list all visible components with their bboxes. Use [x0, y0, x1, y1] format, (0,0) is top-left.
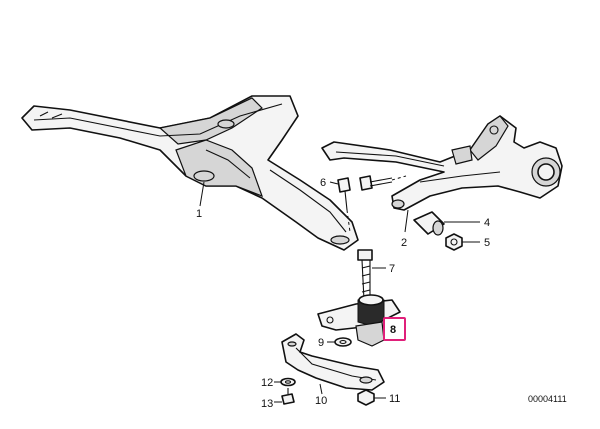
diagram-reference-number: 00004111 [528, 394, 567, 404]
part-washer-12 [274, 377, 296, 387]
callout-11: 11 [389, 393, 400, 405]
part-axle-carrier [21, 95, 359, 251]
part-nut-11 [357, 389, 386, 406]
callout-9: 9 [318, 337, 324, 349]
callout-8-highlight: 8 [383, 317, 406, 341]
part-bushing-4 [413, 211, 480, 236]
callout-2: 2 [401, 237, 407, 249]
callout-4: 4 [484, 217, 490, 229]
part-bolt-13 [274, 388, 295, 405]
callout-6: 6 [320, 177, 326, 189]
part-trailing-arm [321, 115, 563, 233]
callout-1: 1 [196, 208, 202, 220]
part-bracket-10 [281, 333, 385, 395]
callout-7: 7 [389, 263, 395, 275]
part-nut-5 [445, 233, 480, 251]
callout-10: 10 [315, 395, 327, 407]
callout-12: 12 [261, 377, 273, 389]
part-washer-9 [327, 337, 352, 347]
callout-5: 5 [484, 237, 490, 249]
part-stud-7 [357, 249, 386, 301]
part-bolt-6 [329, 177, 351, 233]
callout-13: 13 [261, 398, 273, 410]
callout-8: 8 [390, 324, 396, 336]
part-pivot-bolt [359, 175, 407, 191]
part-rubber-mount-8 [317, 294, 401, 347]
